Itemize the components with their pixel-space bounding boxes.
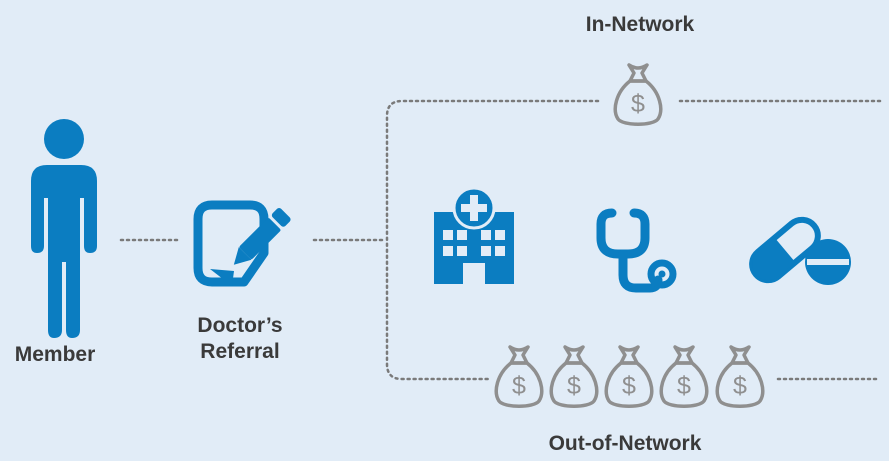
stethoscope-icon: [596, 208, 677, 293]
in-network-money-bag-icon: [613, 63, 663, 126]
money-bag-icon: [494, 345, 544, 408]
in-network-bracket-line: [385, 99, 600, 381]
referral-label-line2: Referral: [200, 340, 280, 363]
out-of-network-money-bags: [494, 345, 765, 408]
referral-label-line1: Doctor’s: [197, 314, 283, 337]
money-bag-icon: [549, 345, 599, 408]
member-label: Member: [14, 343, 96, 366]
person-icon: [31, 119, 97, 338]
pill-capsule-icon: [749, 216, 851, 285]
stethoscope-chestpiece-dot: [658, 270, 666, 278]
connector-lines: [119, 99, 882, 381]
in-network-label: In-Network: [585, 13, 695, 36]
referral-form-pencil-icon: [193, 200, 291, 287]
out-of-network-label: Out-of-Network: [548, 432, 702, 455]
money-bag-icon: [715, 345, 765, 408]
hospital-icon: [434, 186, 514, 284]
money-bag-icon: [604, 345, 654, 408]
money-bag-icon: [659, 345, 709, 408]
referral-label: Doctor’s Referral: [170, 313, 310, 365]
